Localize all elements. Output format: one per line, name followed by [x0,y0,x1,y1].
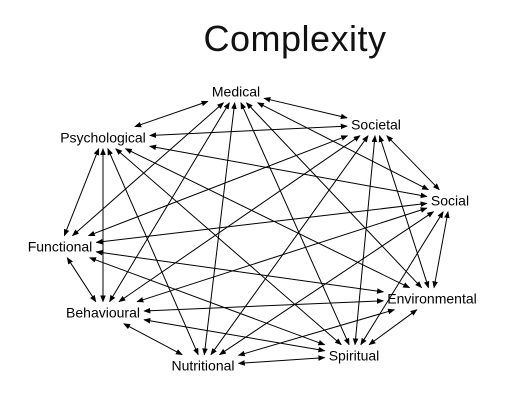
edge-societal-functional [87,135,349,237]
edge-functional-environmental [95,249,384,294]
edge-societal-behavioural [118,135,361,303]
edge-nutritional-spiritual [237,355,326,366]
node-environmental: Environmental [387,291,477,307]
edge-behavioural-nutritional [123,323,183,356]
node-functional: Functional [28,239,93,255]
edge-environmental-spiritual [368,309,418,346]
node-medical: Medical [212,84,260,100]
nodes-group: MedicalSocietalPsychologicalSocialFuncti… [28,84,477,374]
node-nutritional: Nutritional [171,358,234,374]
edge-social-functional [95,201,428,245]
node-spiritual: Spiritual [329,348,380,364]
edge-functional-behavioural [66,257,97,303]
edge-psychological-societal [149,123,348,138]
edge-environmental-nutritional [237,308,396,357]
edge-societal-environmental [378,135,430,289]
node-psychological: Psychological [60,130,146,146]
node-societal: Societal [351,117,401,133]
edges-group [63,97,450,366]
edge-social-behavioural [136,207,428,303]
edge-psychological-nutritional [107,148,199,356]
edge-medical-social [256,102,430,191]
edge-psychological-functional [63,148,100,237]
edge-societal-nutritional [210,135,369,356]
node-social: Social [431,193,469,209]
edge-medical-societal [263,97,348,120]
edge-societal-spiritual [352,135,378,346]
node-behavioural: Behavioural [66,305,140,321]
edge-social-spiritual [360,211,444,346]
edge-medical-psychological [134,100,209,128]
edge-behavioural-environmental [143,298,384,314]
slide-title: Complexity [203,18,387,59]
